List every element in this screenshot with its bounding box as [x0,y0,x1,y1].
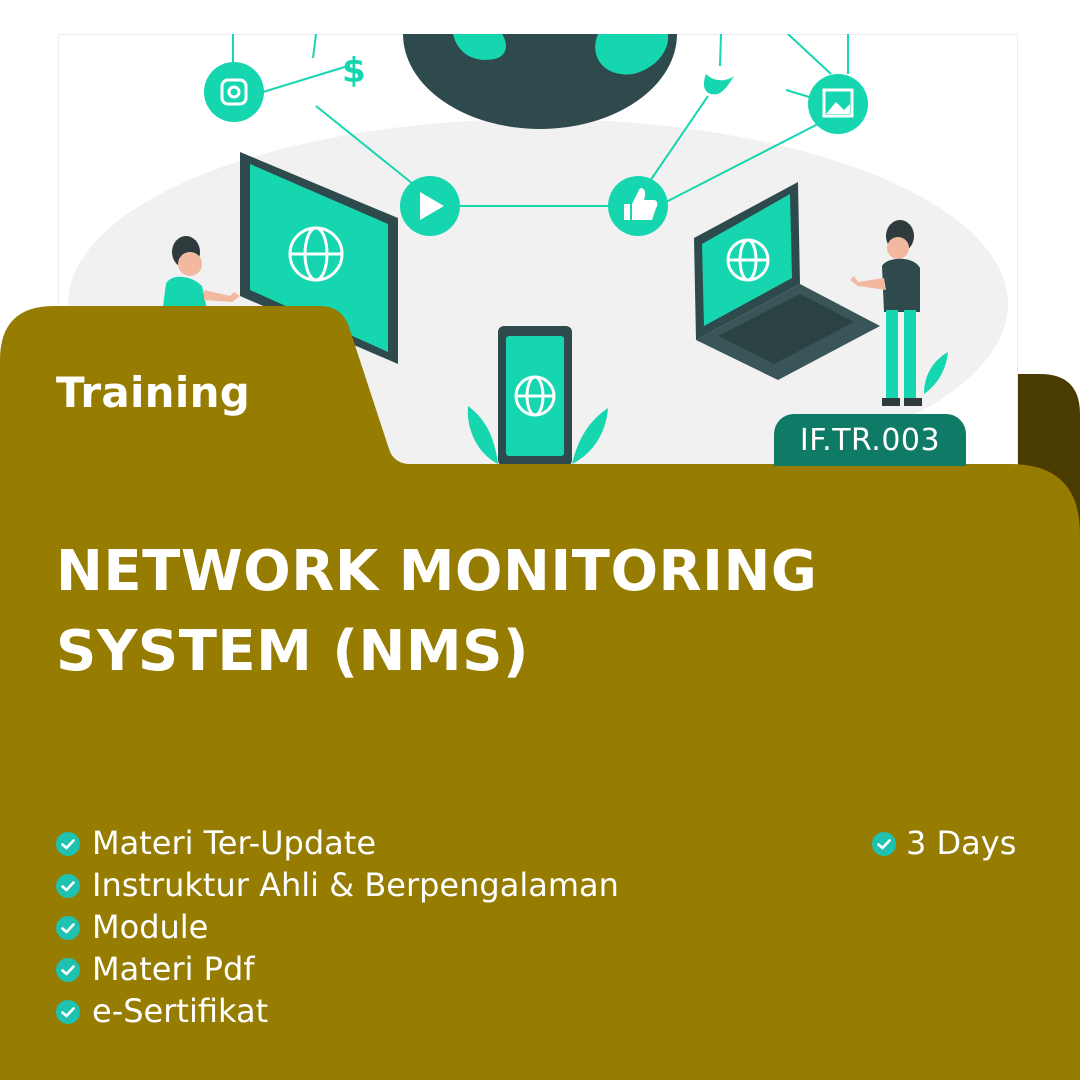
smartphone [467,326,608,466]
play-icon [400,176,460,236]
dollar-icon: $ [342,51,366,91]
globe-icon [726,238,770,282]
globe-icon [514,375,556,417]
category-label: Training [56,368,251,417]
feature-label: Materi Pdf [92,950,255,988]
feature-label: Module [92,908,209,946]
course-code-badge: IF.TR.003 [774,414,966,466]
image-icon [808,74,868,134]
instagram-icon [204,62,264,122]
course-title-line-2: SYSTEM (NMS) [56,619,530,684]
woman-figure [162,236,240,314]
svg-text:$: $ [342,51,366,91]
check-circle-icon [872,832,896,856]
course-title: NETWORK MONITORING SYSTEM (NMS) [56,532,817,692]
check-circle-icon [56,832,80,856]
feature-item: Materi Pdf [56,948,619,990]
world-globe-icon [403,34,677,129]
feature-item: e-Sertifikat [56,990,619,1032]
feature-item: Instruktur Ahli & Berpengalaman [56,864,619,906]
check-circle-icon [56,874,80,898]
feature-item: Module [56,906,619,948]
check-circle-icon [56,958,80,982]
globe-icon [288,226,344,282]
duration-label: 3 Days [906,824,1017,862]
feature-item: Materi Ter-Update [56,822,619,864]
laptop [694,182,880,380]
like-icon [608,176,668,236]
feature-label: Materi Ter-Update [92,824,377,862]
check-circle-icon [56,1000,80,1024]
feature-label: e-Sertifikat [92,992,269,1030]
check-circle-icon [56,916,80,940]
twitter-icon [703,74,734,95]
feature-label: Instruktur Ahli & Berpengalaman [92,866,619,904]
duration-badge: 3 Days [872,822,1016,864]
man-figure [850,220,948,406]
course-title-line-1: NETWORK MONITORING [56,539,818,604]
feature-list: Materi Ter-Update Instruktur Ahli & Berp… [56,822,619,1032]
